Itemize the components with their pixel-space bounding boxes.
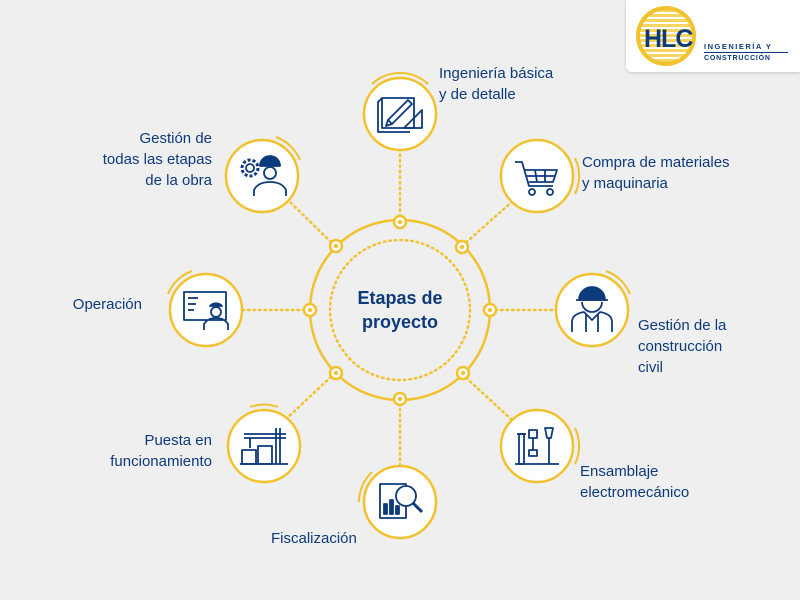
anchor-dot-bottom-right: [455, 365, 471, 381]
stage-node-compra: [499, 138, 581, 214]
stage-label-construccion: Gestión de la construcción civil: [638, 317, 727, 376]
stage-node-operacion: [167, 270, 244, 348]
logo-tagline-2: CONSTRUCCIÓN: [704, 55, 771, 62]
center-inner-ring: [328, 238, 472, 382]
center-title: Etapas de proyecto: [357, 288, 443, 332]
connectors: [238, 148, 557, 467]
stage-label-ensamblaje: Ensamblaje electromecánico: [580, 463, 690, 501]
stage-node-gestion-etapas: [224, 136, 301, 214]
operator-panel-icon: [183, 291, 229, 330]
electromechanical-assembly-icon: [515, 427, 559, 465]
logo-disc: HLC: [636, 6, 696, 66]
stage-node-fiscalizacion: [357, 464, 438, 540]
stage-label-ingenieria: Ingeniería básica y de detalle: [439, 65, 554, 103]
anchor-dot-bottom-left: [328, 365, 344, 381]
anchor-dots: [302, 214, 498, 407]
stage-label-gestion-etapas: Gestión de todas las etapas de la obra: [102, 130, 212, 189]
anchor-dot-top: [392, 214, 408, 230]
worker-gear-icon: [240, 155, 287, 196]
connector-top-left: [286, 198, 337, 248]
anchor-dot-bottom: [392, 391, 408, 407]
blueprint-design-icon: [377, 97, 423, 133]
construction-worker-icon: [571, 286, 613, 332]
crane-factory-icon: [240, 428, 288, 465]
shopping-cart-icon: [515, 161, 558, 196]
stage-node-construccion: [554, 270, 631, 348]
anchor-dot-top-left: [328, 238, 344, 254]
stage-label-operacion: Operación: [72, 296, 142, 313]
anchor-dot-top-right: [454, 239, 470, 255]
anchor-dot-right: [482, 302, 498, 318]
logo-mark: HLC: [644, 25, 693, 53]
logo-tagline-1: INGENIERÍA Y: [704, 42, 773, 51]
stage-node-ingenieria: [362, 71, 438, 152]
logo-rule: [704, 52, 788, 53]
connector-top-right: [460, 198, 516, 248]
connector-bottom-right: [460, 372, 514, 422]
stage-label-compra: Compra de materiales y maquinaria: [582, 154, 730, 192]
connector-bottom-left: [283, 371, 337, 422]
stage-label-puesta: Puesta en funcionamiento: [110, 432, 212, 470]
inspection-magnifier-icon: [379, 483, 424, 519]
stage-node-puesta: [226, 403, 302, 484]
company-logo: HLC INGENIERÍA Y CONSTRUCCIÓN: [626, 0, 800, 72]
anchor-dot-left: [302, 302, 318, 318]
stage-label-fiscalizacion: Fiscalización: [271, 530, 357, 547]
stage-node-ensamblaje: [499, 408, 581, 484]
